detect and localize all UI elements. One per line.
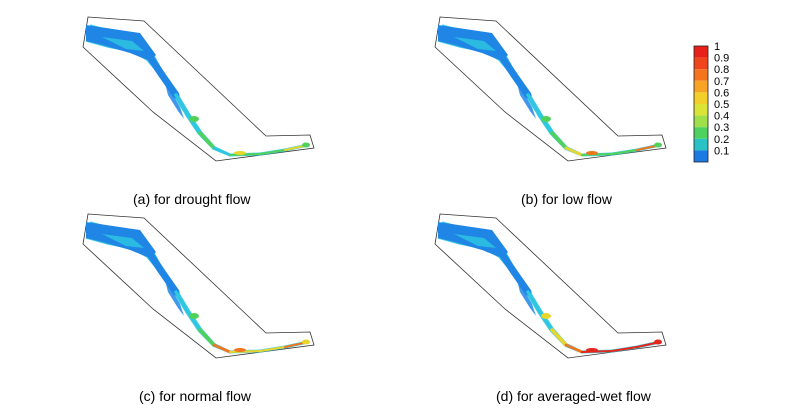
river-field bbox=[85, 221, 310, 354]
river-segment bbox=[212, 343, 232, 354]
outlet-patch bbox=[302, 142, 310, 148]
legend-swatch bbox=[694, 115, 708, 128]
river-segment bbox=[198, 328, 216, 347]
island-patch bbox=[541, 116, 551, 122]
island-patch bbox=[189, 313, 199, 319]
side-channel bbox=[164, 276, 184, 316]
panel-b-map bbox=[434, 16, 667, 162]
legend-label: 0.6 bbox=[714, 87, 729, 99]
island-patch bbox=[541, 313, 551, 319]
legend-swatch bbox=[694, 127, 708, 139]
legend-swatch bbox=[694, 104, 708, 116]
panel-a-caption: (a) for drought flow bbox=[133, 191, 251, 207]
river-segment bbox=[564, 343, 584, 354]
panel-d-caption: (d) for averaged-wet flow bbox=[496, 388, 651, 404]
outlet-patch bbox=[654, 339, 662, 345]
outlet-patch bbox=[586, 348, 598, 352]
legend-frame bbox=[693, 45, 709, 163]
river-segment bbox=[498, 250, 532, 296]
channel-outline bbox=[82, 213, 315, 359]
river-segment bbox=[550, 131, 568, 150]
legend-swatch bbox=[694, 57, 708, 70]
island-patch bbox=[189, 116, 199, 122]
river-segment bbox=[212, 146, 232, 157]
side-channel bbox=[516, 276, 536, 316]
panel-b-caption: (b) for low flow bbox=[521, 191, 613, 207]
panel-c-caption: (c) for normal flow bbox=[139, 388, 252, 404]
river-segment bbox=[526, 290, 554, 332]
river-field bbox=[437, 24, 662, 157]
channel-outline bbox=[434, 16, 667, 162]
panel-d-map bbox=[434, 213, 667, 359]
river-segment bbox=[198, 131, 216, 150]
legend-swatch bbox=[694, 46, 708, 58]
outlet-patch bbox=[302, 339, 310, 345]
legend-label: 0.9 bbox=[714, 53, 729, 65]
channel-boundary bbox=[434, 213, 667, 359]
channel-outline bbox=[434, 213, 667, 359]
channel-outline bbox=[82, 16, 315, 162]
legend-label: 0.5 bbox=[714, 99, 729, 111]
legend-label: 0.8 bbox=[714, 64, 729, 76]
legend-label: 0.2 bbox=[714, 134, 729, 146]
panel-a-map bbox=[82, 16, 315, 162]
panel-c-map bbox=[82, 213, 315, 359]
river-segment bbox=[146, 53, 180, 99]
river-segment bbox=[526, 93, 554, 135]
river-segment bbox=[498, 53, 532, 99]
upper-reach-patch bbox=[454, 234, 496, 248]
river-segment bbox=[174, 93, 202, 135]
legend-swatch bbox=[694, 80, 708, 93]
river-segment bbox=[174, 290, 202, 332]
legend-label: 0.7 bbox=[714, 76, 729, 88]
legend-label: 0.1 bbox=[714, 145, 729, 157]
outlet-patch bbox=[234, 348, 246, 352]
side-channel bbox=[516, 79, 536, 119]
outlet-patch bbox=[234, 151, 246, 155]
river-field bbox=[437, 221, 662, 354]
legend-label: 0.4 bbox=[714, 111, 729, 123]
river-field bbox=[85, 24, 310, 157]
river-segment bbox=[550, 328, 568, 347]
legend-label: 1 bbox=[714, 42, 720, 53]
river-segment bbox=[146, 250, 180, 296]
upper-reach-patch bbox=[102, 37, 144, 51]
upper-reach-patch bbox=[102, 234, 144, 248]
legend-label: 0.3 bbox=[714, 122, 729, 134]
upper-reach-patch bbox=[454, 37, 496, 51]
legend-swatch bbox=[694, 138, 708, 151]
legend-swatch bbox=[694, 69, 708, 81]
outlet-patch bbox=[654, 142, 662, 148]
river-segment bbox=[564, 146, 584, 157]
legend-swatch bbox=[694, 150, 708, 162]
legend-swatch bbox=[694, 92, 708, 104]
channel-boundary bbox=[434, 16, 667, 162]
color-legend: 10.90.80.70.60.50.40.30.20.1 bbox=[693, 42, 729, 163]
channel-boundary bbox=[82, 213, 315, 359]
outlet-patch bbox=[586, 151, 598, 155]
channel-boundary bbox=[82, 16, 315, 162]
side-channel bbox=[164, 79, 184, 119]
